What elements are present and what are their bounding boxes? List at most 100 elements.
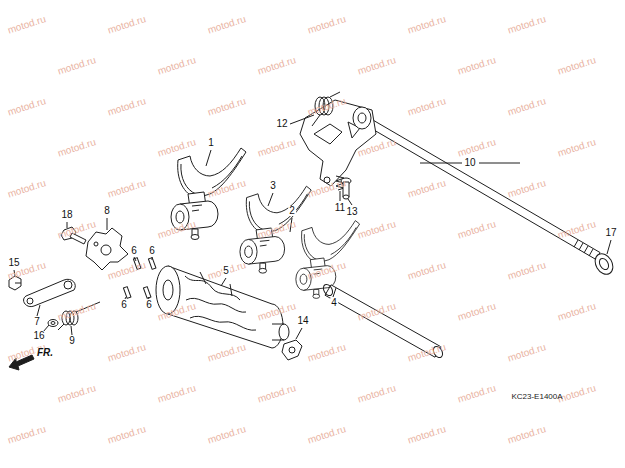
watermark: motod.ru xyxy=(306,260,347,282)
oil-seal-bore xyxy=(598,257,611,271)
watermark: motod.ru xyxy=(306,342,347,364)
drawing-code: KC23-E1400A xyxy=(511,393,562,401)
watermark: motod.ru xyxy=(256,383,297,405)
drum-center-plate xyxy=(86,228,128,270)
watermark: motod.ru xyxy=(556,301,597,323)
watermark: motod.ru xyxy=(356,137,397,159)
watermark: motod.ru xyxy=(506,96,547,118)
arm-window xyxy=(314,122,360,144)
callout-number: 18 xyxy=(60,210,73,220)
watermark: motod.ru xyxy=(256,301,297,323)
watermark: motod.ru xyxy=(506,260,547,282)
watermark: motod.ru xyxy=(306,178,347,200)
watermark: motod.ru xyxy=(6,424,47,446)
stopper-plate xyxy=(282,340,302,360)
callout-number: 12 xyxy=(275,119,288,129)
oil-seal xyxy=(592,250,617,277)
watermark: motod.ru xyxy=(106,96,147,118)
callout-number: 6 xyxy=(148,246,156,256)
watermark: motod.ru xyxy=(106,424,147,446)
watermark: motod.ru xyxy=(406,424,447,446)
direction-label: FR. xyxy=(36,348,54,358)
callout-number: 5 xyxy=(222,266,230,276)
callout-number: 8 xyxy=(103,206,111,216)
watermark: motod.ru xyxy=(256,137,297,159)
callout-number: 16 xyxy=(32,331,45,341)
watermark: motod.ru xyxy=(506,178,547,200)
shift-fork xyxy=(296,221,360,299)
watermark: motod.ru xyxy=(506,424,547,446)
watermark: motod.ru xyxy=(206,342,247,364)
watermark: motod.ru xyxy=(106,178,147,200)
leader-lines xyxy=(14,115,611,339)
watermark: motod.ru xyxy=(106,260,147,282)
watermark: motod.ru xyxy=(356,55,397,77)
watermark: motod.ru xyxy=(556,55,597,77)
callout-number: 2 xyxy=(288,206,296,216)
stopper-hole xyxy=(289,347,295,353)
callout-number: 6 xyxy=(120,300,128,310)
watermark: motod.ru xyxy=(6,96,47,118)
arm-hub-bore xyxy=(358,113,366,123)
watermark: motod.ru xyxy=(306,14,347,36)
watermark: motod.ru xyxy=(256,219,297,241)
watermark: motod.ru xyxy=(556,219,597,241)
watermark: motod.ru xyxy=(456,301,497,323)
watermark: motod.ru xyxy=(206,14,247,36)
watermark: motod.ru xyxy=(306,96,347,118)
watermark: motod.ru xyxy=(206,424,247,446)
watermark: motod.ru xyxy=(56,55,97,77)
watermark: motod.ru xyxy=(56,219,97,241)
watermark: motod.ru xyxy=(406,260,447,282)
watermark: motod.ru xyxy=(406,14,447,36)
watermark: motod.ru xyxy=(356,301,397,323)
callout-number: 14 xyxy=(296,316,309,326)
watermark: motod.ru xyxy=(156,137,197,159)
callout-number: 1 xyxy=(207,138,215,148)
callout-number: 10 xyxy=(463,158,476,168)
watermark: motod.ru xyxy=(6,178,47,200)
watermark: motod.ru xyxy=(56,137,97,159)
callout-number: 6 xyxy=(130,246,138,256)
callout-number: 17 xyxy=(604,228,617,238)
watermark: motod.ru xyxy=(406,342,447,364)
watermark: motod.ru xyxy=(356,383,397,405)
washer-hole xyxy=(51,322,55,325)
watermark: motod.ru xyxy=(356,219,397,241)
stopper-arm xyxy=(24,279,76,306)
watermark: motod.ru xyxy=(506,342,547,364)
callout-number: 11 xyxy=(334,203,346,213)
watermark: motod.ru xyxy=(106,342,147,364)
callout-number: 7 xyxy=(33,317,41,327)
callout-number: 13 xyxy=(345,207,358,217)
callout-number: 9 xyxy=(68,336,76,346)
watermark: motod.ru xyxy=(206,178,247,200)
watermark: motod.ru xyxy=(556,137,597,159)
callout-number: 6 xyxy=(145,300,153,310)
spindle-shaft xyxy=(356,113,600,260)
shift-spindle xyxy=(356,113,616,278)
watermark: motod.ru xyxy=(206,96,247,118)
callout-number: 4 xyxy=(330,298,338,308)
watermark: motod.ru xyxy=(156,301,197,323)
arm-hub xyxy=(353,107,371,129)
callout-number: 3 xyxy=(269,181,277,191)
callout-number: 15 xyxy=(7,258,20,268)
watermark: motod.ru xyxy=(6,14,47,36)
watermark: motod.ru xyxy=(506,14,547,36)
watermark: motod.ru xyxy=(156,383,197,405)
watermark: motod.ru xyxy=(456,383,497,405)
watermark: motod.ru xyxy=(256,55,297,77)
watermark: motod.ru xyxy=(56,383,97,405)
watermark: motod.ru xyxy=(456,55,497,77)
washer xyxy=(48,320,58,327)
watermark: motod.ru xyxy=(456,137,497,159)
watermark: motod.ru xyxy=(106,14,147,36)
watermark: motod.ru xyxy=(306,424,347,446)
shift-drum xyxy=(156,266,289,348)
spline xyxy=(574,240,593,256)
watermark: motod.ru xyxy=(406,178,447,200)
watermark: motod.ru xyxy=(406,96,447,118)
